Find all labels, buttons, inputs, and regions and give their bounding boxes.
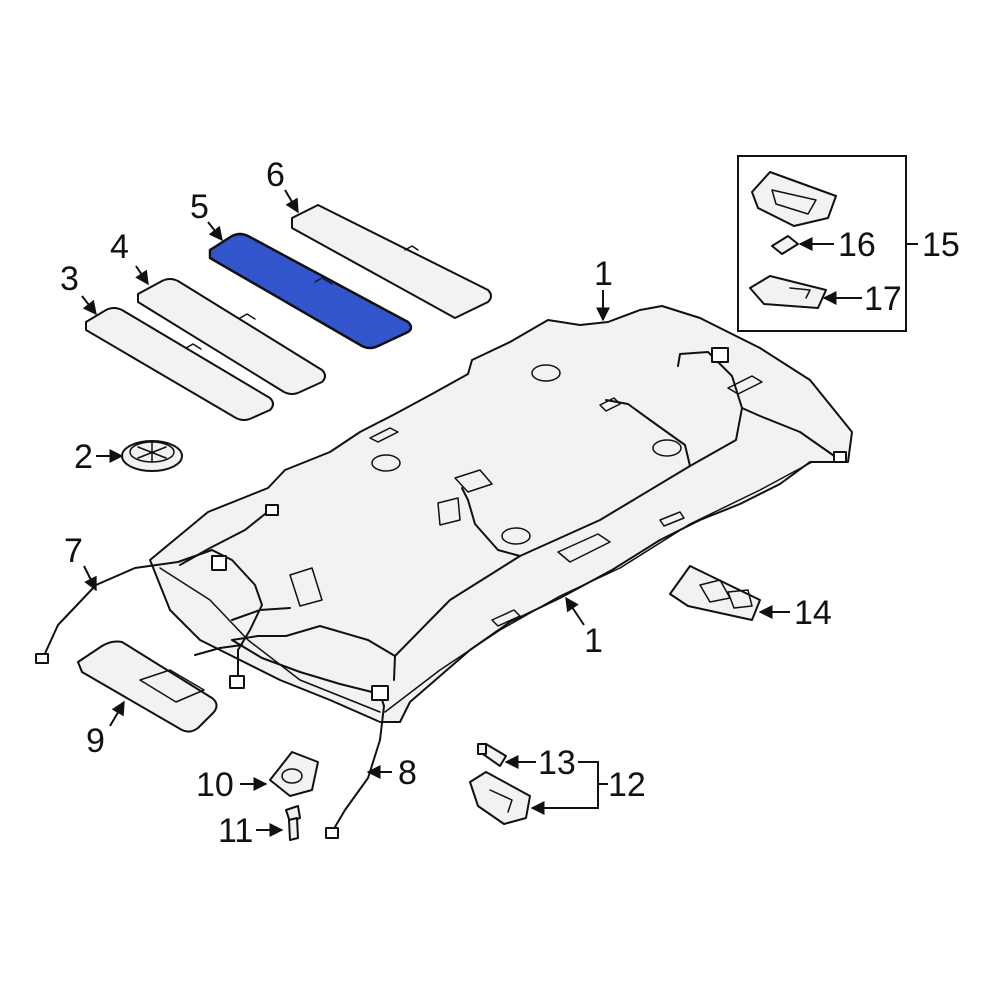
part-8-wiring-harness[interactable] bbox=[231, 347, 847, 839]
part-7-wiring-harness[interactable] bbox=[35, 504, 291, 689]
part-10-clip[interactable] bbox=[269, 751, 319, 797]
part-6-pad[interactable] bbox=[291, 204, 492, 319]
callout-5: 5 bbox=[190, 188, 209, 226]
callout-13: 13 bbox=[538, 744, 576, 782]
callout-4: 4 bbox=[110, 228, 129, 266]
part-11-screw[interactable] bbox=[285, 805, 301, 841]
callout-6: 6 bbox=[266, 156, 285, 194]
callout-7: 7 bbox=[64, 532, 83, 570]
callout-12: 12 bbox=[608, 766, 646, 804]
leader-lines bbox=[81, 189, 918, 837]
part-2-grommet[interactable] bbox=[121, 440, 183, 472]
part-3-pad[interactable] bbox=[85, 307, 274, 421]
callout-11: 11 bbox=[218, 812, 253, 850]
part-4-pad[interactable] bbox=[137, 278, 326, 395]
callout-1-bottom: 1 bbox=[584, 622, 603, 660]
callout-10: 10 bbox=[196, 766, 234, 804]
part-12-lamp-assembly[interactable] bbox=[469, 771, 531, 825]
part-17-lens[interactable] bbox=[749, 275, 827, 309]
callout-9: 9 bbox=[86, 722, 105, 760]
part-9-sun-visor[interactable] bbox=[77, 640, 218, 733]
callout-15: 15 bbox=[922, 226, 960, 264]
part-13-bulb[interactable] bbox=[477, 743, 507, 767]
callout-2: 2 bbox=[74, 438, 93, 476]
callout-16: 16 bbox=[838, 226, 876, 264]
part-14-map-lamp[interactable] bbox=[669, 565, 761, 621]
part-16-bulb[interactable] bbox=[771, 235, 799, 255]
part-1-headliner[interactable] bbox=[149, 305, 853, 723]
callout-17: 17 bbox=[864, 280, 902, 318]
callout-1-top: 1 bbox=[594, 255, 613, 293]
callout-8: 8 bbox=[398, 754, 417, 792]
callout-14: 14 bbox=[794, 594, 832, 632]
callout-3: 3 bbox=[60, 260, 79, 298]
part-15-dome-lamp[interactable] bbox=[751, 171, 837, 227]
callout-labels: 1 1 2 3 4 5 6 7 8 9 10 11 12 13 14 15 16… bbox=[60, 156, 960, 850]
part-5-pad-highlighted[interactable] bbox=[208, 232, 413, 350]
